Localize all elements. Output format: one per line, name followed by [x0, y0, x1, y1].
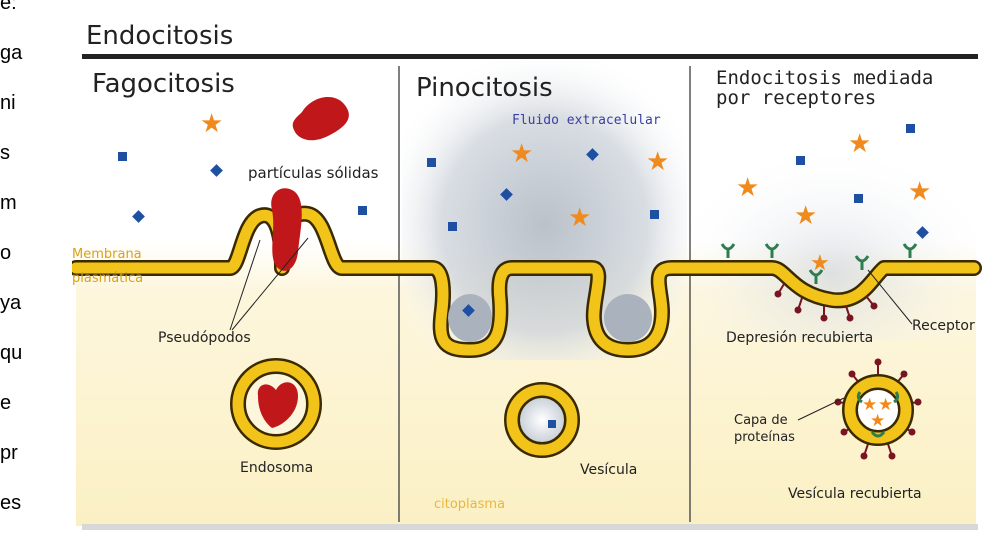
pocket-fluid-right [604, 294, 652, 342]
side-text-4: m [0, 192, 17, 215]
star-icon: ★ [510, 139, 533, 169]
molecule-square-icon [906, 124, 915, 133]
molecule-square-icon [650, 210, 659, 219]
heading-rme-line2: por receptores [716, 87, 876, 109]
heading-pinocitosis: Pinocitosis [416, 73, 553, 103]
star-icon: ★ [870, 411, 885, 431]
side-text-10: es [0, 492, 21, 515]
side-text-8: e [0, 392, 11, 415]
pocket-fluid-left [448, 294, 492, 342]
side-text-6: ya [0, 292, 21, 315]
star-icon: ★ [794, 201, 817, 231]
molecule-square-icon [358, 206, 367, 215]
figure-shadow [82, 524, 978, 530]
label-vesicula: Vesícula [580, 462, 637, 478]
side-text-0: e: [0, 0, 17, 15]
molecule-square-icon [448, 222, 457, 231]
star-icon: ★ [848, 129, 871, 159]
star-icon: ★ [568, 203, 591, 233]
label-capa-de: Capa de [734, 413, 788, 428]
label-endosoma: Endosoma [240, 460, 313, 476]
label-proteinas: proteínas [734, 430, 795, 445]
title-rule [82, 54, 978, 59]
side-text-1: ga [0, 42, 22, 65]
endocytosis-diagram: Endocitosis Fagocitosis Pinocitosis Endo… [72, 0, 991, 554]
star-icon: ★ [736, 173, 759, 203]
star-icon: ★ [646, 147, 669, 177]
side-text-3: s [0, 142, 10, 165]
star-icon: ★ [908, 177, 931, 207]
label-plasmatica: plasmática [72, 271, 143, 286]
label-vesicula-recubierta: Vesícula recubierta [788, 486, 922, 502]
label-pseudopodos: Pseudópodos [158, 330, 251, 346]
heading-fagocitosis: Fagocitosis [92, 69, 235, 99]
endocytosis-figure: Endocitosis Fagocitosis Pinocitosis Endo… [72, 0, 991, 554]
side-text-7: qu [0, 342, 22, 365]
diagram-title: Endocitosis [86, 21, 233, 51]
side-text-column: e: ga ni s m o ya qu e pr es [0, 0, 72, 554]
label-receptor: Receptor [912, 318, 975, 334]
side-text-2: ni [0, 92, 16, 115]
star-icon: ★ [200, 109, 223, 139]
label-depresion-recubierta: Depresión recubierta [726, 330, 873, 346]
label-citoplasma: citoplasma [434, 497, 505, 512]
label-membrana: Membrana [72, 247, 142, 262]
label-fluido-extracelular: Fluido extracelular [512, 113, 661, 128]
molecule-square-icon [548, 420, 556, 428]
side-text-5: o [0, 242, 11, 265]
molecule-square-icon [427, 158, 436, 167]
label-particulas-solidas: partículas sólidas [248, 164, 379, 182]
heading-rme-line1: Endocitosis mediada [716, 67, 933, 89]
molecule-square-icon [796, 156, 805, 165]
molecule-square-icon [118, 152, 127, 161]
molecule-square-icon [854, 194, 863, 203]
side-text-9: pr [0, 442, 18, 465]
